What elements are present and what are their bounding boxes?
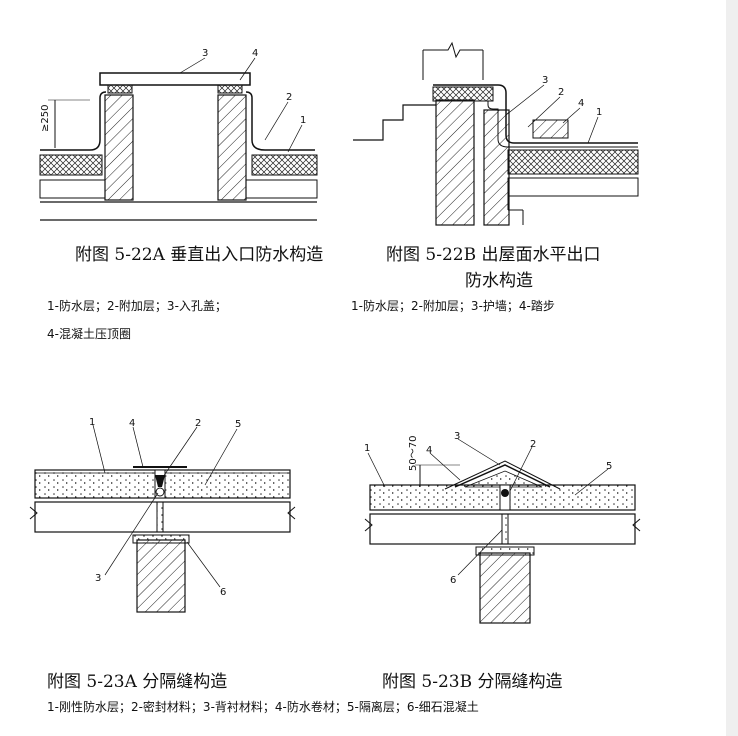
callout-1: 1 bbox=[596, 107, 602, 118]
dimension-label: ≥250 bbox=[40, 105, 51, 132]
scrollbar[interactable] bbox=[726, 0, 738, 736]
figure-5-22b: 3 2 4 1 bbox=[353, 41, 639, 226]
callout-1: 1 bbox=[364, 443, 370, 454]
callout-5: 5 bbox=[606, 461, 612, 472]
legend-5-23: 1-刚性防水层；2-密封材料；3-背衬材料；4-防水卷材；5-隔离层；6-细石混… bbox=[47, 700, 479, 714]
callout-3: 3 bbox=[202, 48, 208, 59]
callout-3: 3 bbox=[542, 75, 548, 86]
legend-5-22a-line1: 1-防水层；2-附加层；3-入孔盖； bbox=[47, 299, 227, 313]
callout-4: 4 bbox=[578, 98, 584, 109]
figure-5-23b: 50～70 1 4 3 2 5 6 bbox=[364, 431, 641, 624]
legend-5-22a-line2: 4-混凝土压顶圈 bbox=[47, 327, 131, 341]
callout-3: 3 bbox=[454, 431, 460, 442]
callout-2: 2 bbox=[530, 439, 536, 450]
callout-1: 1 bbox=[89, 417, 95, 428]
figure-5-22a: ≥250 3 4 2 1 bbox=[39, 48, 318, 221]
callout-6: 6 bbox=[220, 587, 226, 598]
callout-6: 6 bbox=[450, 575, 456, 586]
callout-3: 3 bbox=[95, 573, 101, 584]
callout-5: 5 bbox=[235, 419, 241, 430]
callout-2: 2 bbox=[195, 418, 201, 429]
callout-2: 2 bbox=[558, 87, 564, 98]
caption-5-22b-line2: 防水构造 bbox=[465, 271, 533, 291]
legend-5-22b: 1-防水层；2-附加层；3-护墙；4-踏步 bbox=[351, 299, 555, 313]
caption-5-22a: 附图 5-22A 垂直出入口防水构造 bbox=[75, 245, 324, 265]
caption-5-22b-line1: 附图 5-22B 出屋面水平出口 bbox=[386, 245, 601, 265]
callout-2: 2 bbox=[286, 92, 292, 103]
callout-4: 4 bbox=[426, 445, 432, 456]
dimension-label: 50～70 bbox=[408, 436, 419, 471]
figure-5-23a: 1 4 2 5 3 6 bbox=[29, 417, 296, 613]
callout-1: 1 bbox=[300, 115, 306, 126]
callout-4: 4 bbox=[129, 418, 135, 429]
caption-5-23a: 附图 5-23A 分隔缝构造 bbox=[47, 672, 228, 692]
caption-5-23b: 附图 5-23B 分隔缝构造 bbox=[382, 672, 563, 692]
callout-4: 4 bbox=[252, 48, 258, 59]
